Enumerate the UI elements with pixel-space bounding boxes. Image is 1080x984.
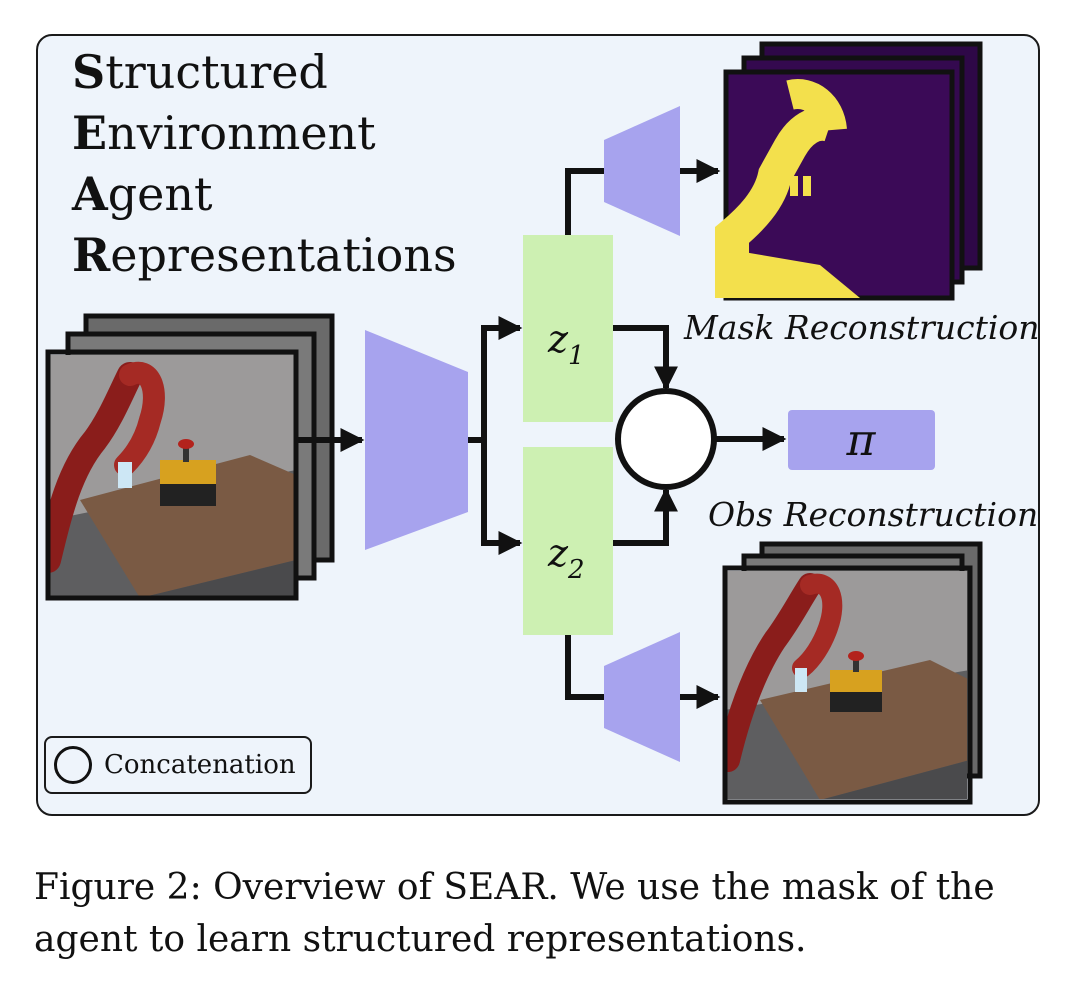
z2-to-obs-decoder-line (565, 635, 604, 700)
z2-to-concat-arrow (613, 487, 678, 546)
legend-box: Concatenation (44, 736, 312, 794)
concatenation-node (615, 388, 717, 490)
z1-to-mask-decoder-line (565, 168, 604, 235)
title-line-agent: Agent (72, 167, 213, 221)
legend-label: Concatenation (104, 750, 296, 780)
encoder-to-z2-arrow (481, 440, 523, 555)
latent-z2-box (523, 447, 613, 635)
title-block: Structured Environment Agent Representat… (72, 42, 457, 286)
encoder-trapezoid (365, 330, 468, 550)
z1-label: z1 (547, 317, 585, 371)
mask-output-stack (715, 41, 983, 301)
mask-decoder-trapezoid (604, 106, 680, 236)
input-observation-stack (45, 313, 335, 601)
z1-to-concat-arrow (613, 325, 678, 391)
encoder-to-z1-arrow (468, 316, 523, 443)
title-line-environment: Environment (72, 106, 376, 160)
title-line-structured: Structured (72, 45, 328, 99)
policy-label: π (846, 415, 877, 466)
figure-caption: Figure 2: Overview of SEAR. We use the m… (34, 867, 995, 960)
title-line-representations: Representations (72, 228, 457, 282)
obs-reconstruction-image (727, 571, 967, 799)
agent-mask-silhouette (715, 79, 860, 298)
mask-reconstruction-label: Mask Reconstruction (684, 308, 1040, 347)
z2-label: z2 (547, 531, 585, 585)
obs-decoder-trapezoid (604, 632, 680, 762)
obs-output-stack (722, 541, 983, 805)
obs-reconstruction-label: Obs Reconstruction (708, 495, 1039, 534)
latent-z1-box (523, 235, 613, 422)
concatenation-legend-icon (54, 746, 92, 784)
input-observation-image (50, 355, 294, 597)
policy-box (788, 410, 935, 470)
